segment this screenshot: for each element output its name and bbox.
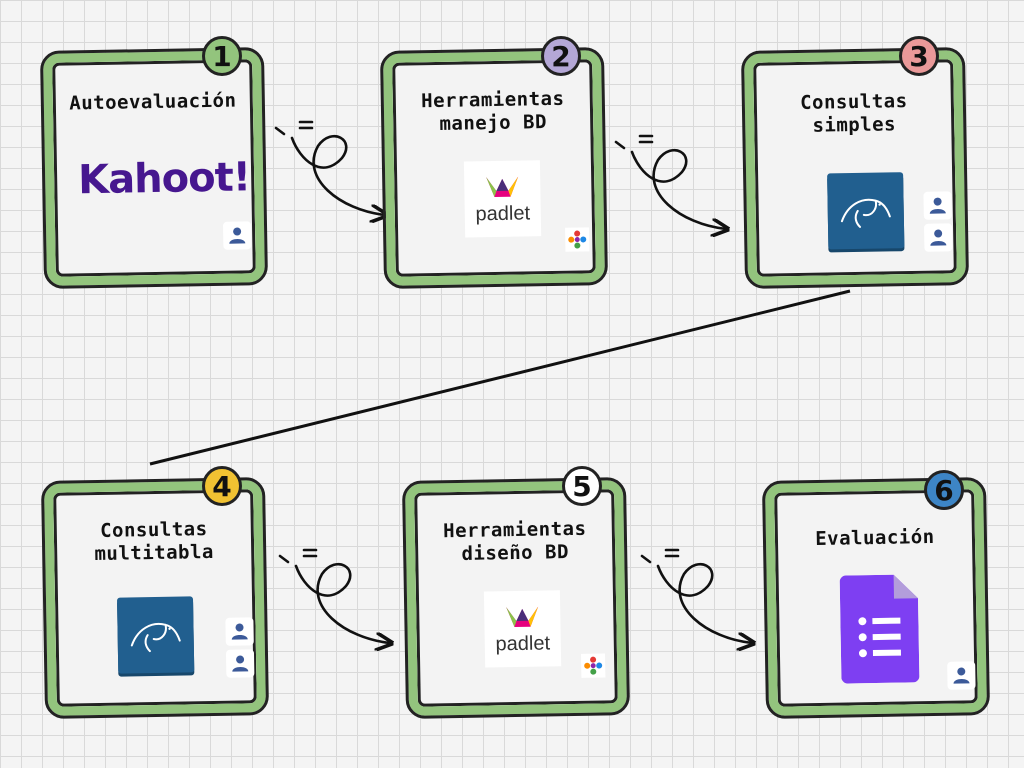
step-card-6: Evaluación [761,477,991,719]
curly-arrow-4-5 [278,548,390,643]
step-card-2: Herramientas manejo BD padlet [379,47,609,289]
step-title: Evaluación [815,525,935,551]
step-card-4: Consultas multitabla [40,477,270,719]
step-title: Herramientas manejo BD [420,87,565,135]
step-card-5: Herramientas diseño BD padlet [401,477,631,719]
step-title: Herramientas diseño BD [442,517,587,565]
step-badge-6: 6 [924,470,964,510]
step-card-3: Consultas simples [740,47,970,289]
step-title: Consultas simples [799,90,908,137]
user-icon [947,661,976,690]
padlet-logo: padlet [463,160,542,238]
padlet-logo: padlet [483,590,562,668]
step-badge-4: 4 [202,466,242,506]
user-icon [923,223,953,252]
user-icon [923,191,952,220]
curly-arrow-5-6 [640,548,752,643]
user-icon [225,617,254,646]
step-badge-1: 1 [202,36,242,76]
step-badge-3: 3 [899,36,939,76]
step-title: Consultas multitabla [94,518,215,565]
mysql-logo [116,596,195,674]
team-collaboration-icon [565,227,590,252]
team-collaboration-icon [580,653,606,678]
google-forms-logo [839,574,920,684]
mysql-logo [827,172,905,250]
kahoot-logo: Kahoot! [77,154,251,204]
step-card-1: Autoevaluación Kahoot! [39,47,269,289]
step-badge-2: 2 [541,36,581,76]
user-icon [225,649,255,678]
step-title: Autoevaluación [69,89,237,115]
curly-arrow-1-2 [274,120,385,215]
step-badge-5: 5 [562,466,602,506]
curly-arrow-2-3 [614,134,726,229]
user-icon [222,221,252,250]
long-connector-3-4 [149,289,851,466]
